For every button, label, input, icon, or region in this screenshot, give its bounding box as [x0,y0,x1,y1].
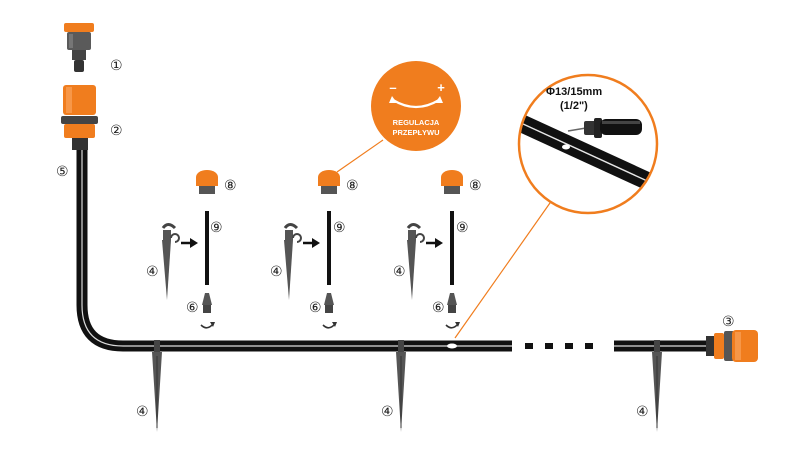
dripper-icon [196,170,218,194]
callout-6c: ⑥ [432,300,445,316]
callout-4c: ④ [393,264,406,280]
dripper-assembly-2 [283,170,340,329]
callout-6b: ⑥ [309,300,322,316]
arrow-right-icon [426,238,443,248]
callout-9c: ⑨ [456,220,469,236]
stake-icon [152,340,162,432]
hose-connector-icon [64,23,94,72]
end-stop-icon [706,330,758,362]
barb-connector-icon [324,293,334,313]
stake-icon [161,223,180,300]
dripper-icon [318,170,340,194]
barb-connector-icon [447,293,457,313]
callout-6a: ⑥ [186,300,199,316]
dripper-icon [441,170,463,194]
callout-3: ③ [722,314,735,330]
flow-regulation-badge: – + REGULACJA PRZEPŁYWU [336,61,461,173]
flow-plus-label: + [437,80,445,95]
callout-2: ② [110,123,123,139]
callout-4e: ④ [381,404,394,420]
callout-9b: ⑨ [333,220,346,236]
punch-tool-icon [567,118,642,138]
rotate-arrow-icon [200,322,215,329]
dripper-assembly-1 [161,170,218,329]
callout-4d: ④ [136,404,149,420]
callout-4f: ④ [636,404,649,420]
flow-label-line2: PRZEPŁYWU [392,128,439,137]
stake-icon [406,223,425,300]
callout-4a: ④ [146,264,159,280]
dripper-assembly-3 [406,170,463,329]
barb-connector-icon [202,293,212,313]
pipe-detail-magnifier: Φ13/15mm (1/2") [454,73,659,339]
quick-coupler-icon [61,85,98,150]
callout-1: ① [110,58,123,74]
arrow-right-icon [303,238,320,248]
callout-8b: ⑧ [346,178,359,194]
stake-icon [396,340,406,432]
stake-icon [652,340,662,432]
callout-8a: ⑧ [224,178,237,194]
callout-5: ⑤ [56,164,69,180]
arrow-right-icon [181,238,198,248]
callout-8c: ⑧ [469,178,482,194]
flow-minus-label: – [389,80,396,95]
stake-icon [283,223,302,300]
callout-4b: ④ [270,264,283,280]
rotate-arrow-icon [322,322,337,329]
pipe-inch-label: (1/2") [560,100,588,112]
pipe-diameter-label: Φ13/15mm [546,86,602,98]
hose-continuation-dots [525,343,593,349]
callout-9a: ⑨ [210,220,223,236]
rotate-arrow-icon [445,322,460,329]
flow-label-line1: REGULACJA [393,118,440,127]
